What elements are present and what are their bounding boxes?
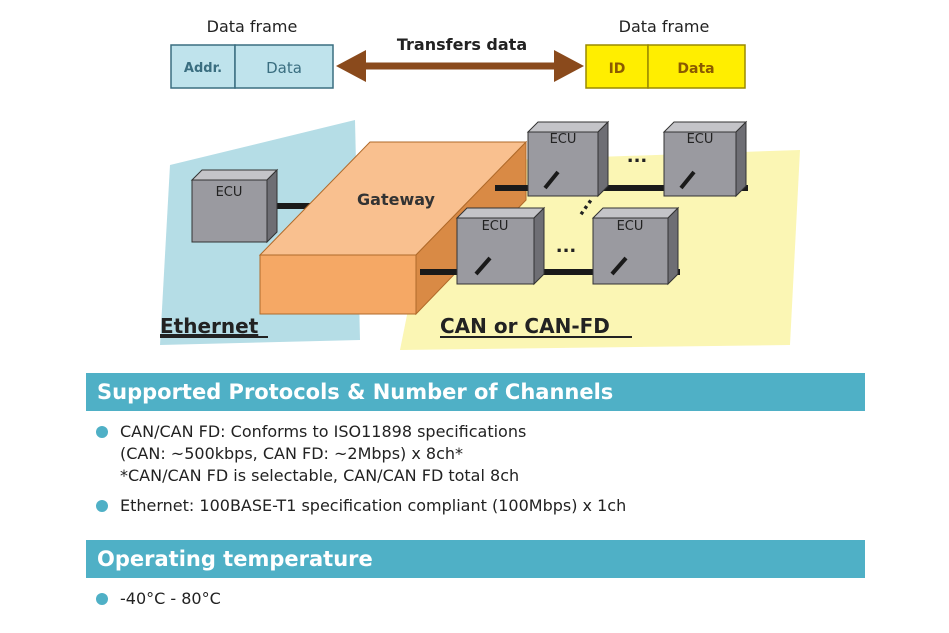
bullet-icon <box>96 426 108 438</box>
ecu-ethernet: ECU <box>190 168 279 244</box>
ecu-can-upper-right: ECU <box>662 120 748 198</box>
frame-right-data-cell <box>647 44 746 89</box>
list-item-line: CAN/CAN FD: Conforms to ISO11898 specifi… <box>120 422 527 441</box>
gateway-label: Gateway <box>357 190 436 209</box>
network-diagram: Data frame Addr. Data Data frame ID Data… <box>160 17 800 350</box>
frame-right-data-label: Data <box>677 61 714 77</box>
section-title-temperature: Operating temperature <box>86 540 865 578</box>
ellipsis-lower: ... <box>556 236 577 257</box>
list-item: Ethernet: 100BASE-T1 specification compl… <box>96 495 626 517</box>
bullet-icon <box>96 500 108 512</box>
can-label: CAN or CAN-FD <box>440 314 610 338</box>
ecu-label: ECU <box>216 185 243 200</box>
list-item-line: (CAN: ~500kbps, CAN FD: ~2Mbps) x 8ch* <box>120 444 464 463</box>
frame-left-addr-cell <box>170 44 236 89</box>
ecu-can-upper-left: ECU <box>526 120 610 198</box>
frame-right-title: Data frame <box>619 17 710 36</box>
ecu-label: ECU <box>687 132 714 147</box>
frame-left-data-label: Data <box>266 59 302 77</box>
section-title-protocols: Supported Protocols & Number of Channels <box>86 373 865 411</box>
frame-left-data-cell <box>234 44 334 89</box>
frame-right-id-label: ID <box>609 61 626 77</box>
transfer-arrow <box>336 50 584 82</box>
bullet-icon <box>96 593 108 605</box>
ethernet-label: Ethernet <box>160 314 259 338</box>
ecu-label: ECU <box>617 219 644 234</box>
frame-left-title: Data frame <box>207 17 298 36</box>
list-item: -40°C - 80°C <box>96 588 221 610</box>
list-item-line: *CAN/CAN FD is selectable, CAN/CAN FD to… <box>120 466 520 485</box>
ecu-label: ECU <box>550 132 577 147</box>
ecu-can-lower-left: ECU <box>455 206 546 286</box>
list-item-line: Ethernet: 100BASE-T1 specification compl… <box>120 496 627 515</box>
ecu-label: ECU <box>482 219 509 234</box>
ellipsis-upper: ... <box>627 146 648 167</box>
list-item-line: -40°C - 80°C <box>120 589 221 608</box>
temperature-list: -40°C - 80°C <box>96 588 221 618</box>
frame-right-id-cell <box>585 44 649 89</box>
ecu-can-lower-right: ECU <box>591 206 680 286</box>
list-item: CAN/CAN FD: Conforms to ISO11898 specifi… <box>96 421 626 487</box>
arrow-label: Transfers data <box>397 35 527 54</box>
protocols-list: CAN/CAN FD: Conforms to ISO11898 specifi… <box>96 421 626 525</box>
frame-left-addr-label: Addr. <box>184 61 222 76</box>
